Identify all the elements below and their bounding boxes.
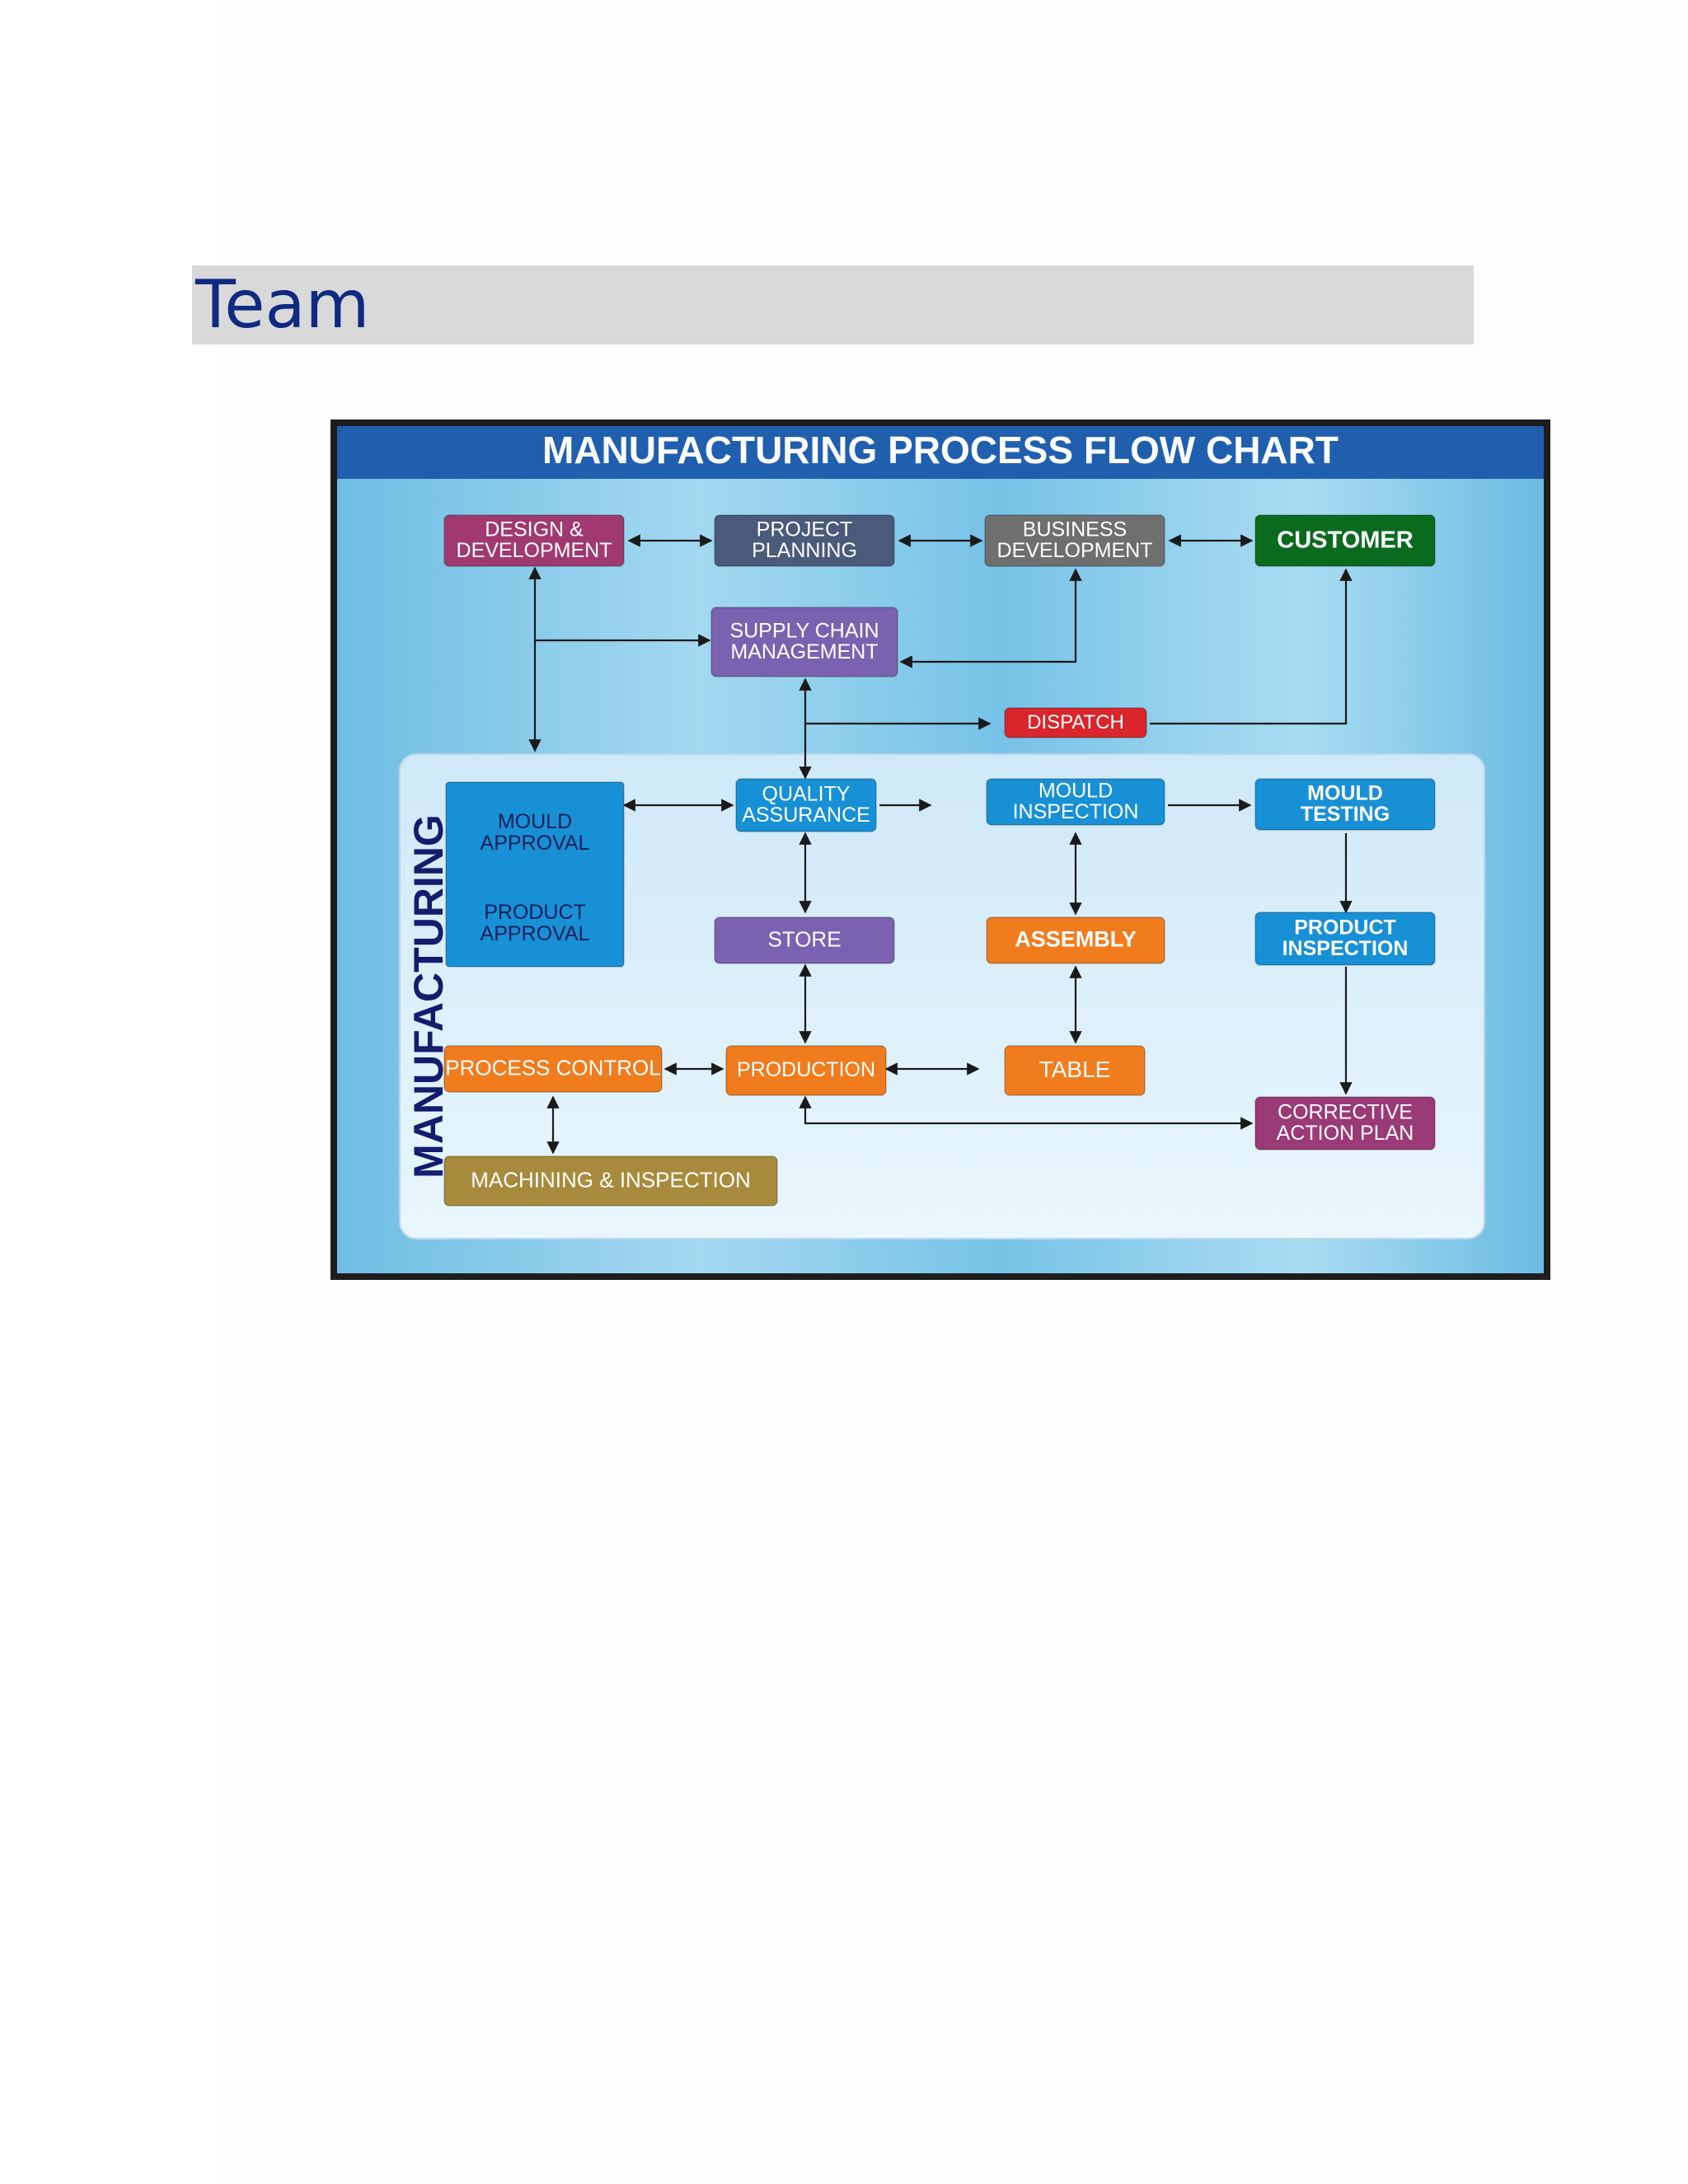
- manufacturing-flow-chart-figure: MANUFACTURING PROCESS FLOW CHART MANUFAC…: [331, 419, 1550, 1280]
- node-label: DISPATCH: [1027, 711, 1124, 733]
- node-label: DESIGN &: [485, 518, 584, 541]
- node-label: INSPECTION: [1282, 937, 1409, 960]
- node-box: [735, 778, 877, 832]
- node-store: STORE: [714, 916, 895, 964]
- node-box: [986, 778, 1165, 826]
- node-box: [443, 1045, 663, 1093]
- node-label: DEVELOPMENT: [997, 539, 1153, 562]
- flow-chart-svg: MANUFACTURING PROCESS FLOW CHART MANUFAC…: [331, 419, 1550, 1280]
- node-box: [1254, 778, 1436, 831]
- node-box: [714, 514, 895, 567]
- connector: [899, 568, 1082, 668]
- node-label: CUSTOMER: [1277, 527, 1413, 553]
- node-box: [1254, 912, 1436, 966]
- node-label-product-approval: APPROVAL: [481, 922, 590, 945]
- node-label: INSPECTION: [1013, 800, 1139, 823]
- node-label: TESTING: [1301, 803, 1390, 826]
- node-machining-inspection: MACHINING & INSPECTION: [443, 1155, 778, 1207]
- node-box: [445, 781, 625, 968]
- connector: [799, 1095, 1254, 1130]
- node-box: [443, 1155, 778, 1207]
- node-label-mould-approval: APPROVAL: [481, 832, 590, 855]
- node-label: PRODUCTION: [737, 1058, 875, 1081]
- node-box: [1004, 1045, 1146, 1096]
- node-box: [986, 916, 1165, 964]
- node-box: [1254, 1096, 1436, 1151]
- node-box: [1004, 707, 1147, 738]
- node-label-mould-approval: MOULD: [498, 810, 572, 833]
- node-box: [710, 607, 898, 677]
- node-design-development: DESIGN &DEVELOPMENT: [443, 514, 625, 567]
- node-box: [1254, 514, 1436, 567]
- node-label: ASSURANCE: [742, 804, 870, 827]
- node-customer: CUSTOMER: [1254, 514, 1436, 567]
- node-label: MOULD: [1307, 781, 1383, 804]
- node-label: ACTION PLAN: [1277, 1122, 1414, 1145]
- node-label: DEVELOPMENT: [457, 539, 612, 562]
- node-production: PRODUCTION: [725, 1045, 887, 1096]
- node-assembly: ASSEMBLY: [986, 916, 1165, 964]
- node-label: MOULD: [1039, 779, 1113, 802]
- node-label: MACHINING & INSPECTION: [471, 1167, 750, 1192]
- chart-title: MANUFACTURING PROCESS FLOW CHART: [542, 429, 1339, 471]
- node-label: BUSINESS: [1023, 518, 1127, 541]
- title-bar: [337, 426, 1544, 479]
- connector: [1150, 568, 1353, 725]
- section-heading-bar: Team: [192, 265, 1474, 344]
- connectors: [528, 534, 1353, 1155]
- node-label: TABLE: [1039, 1057, 1111, 1082]
- node-label: PLANNING: [752, 539, 857, 562]
- node-label: QUALITY: [762, 782, 851, 805]
- section-heading: Team: [195, 266, 370, 343]
- node-process-control: PROCESS CONTROL: [443, 1045, 663, 1093]
- node-label: STORE: [767, 926, 841, 951]
- node-table: TABLE: [1004, 1045, 1146, 1096]
- node-box: [714, 916, 895, 964]
- node-label: SUPPLY CHAIN: [729, 619, 879, 642]
- nodes: DESIGN &DEVELOPMENTPROJECTPLANNINGBUSINE…: [443, 514, 1436, 1207]
- node-label: PROJECT: [757, 518, 853, 541]
- node-label-product-approval: PRODUCT: [484, 901, 586, 924]
- node-dispatch: DISPATCH: [1004, 707, 1147, 738]
- node-label: ASSEMBLY: [1015, 927, 1137, 952]
- node-label: PRODUCT: [1294, 916, 1396, 939]
- node-box: [443, 514, 625, 567]
- node-label: PROCESS CONTROL: [445, 1055, 661, 1080]
- node-box: [725, 1045, 887, 1096]
- node-label: MANAGEMENT: [730, 640, 878, 663]
- manufacturing-label: MANUFACTURING: [406, 814, 452, 1179]
- node-box: [984, 514, 1165, 567]
- node-label: CORRECTIVE: [1278, 1100, 1413, 1123]
